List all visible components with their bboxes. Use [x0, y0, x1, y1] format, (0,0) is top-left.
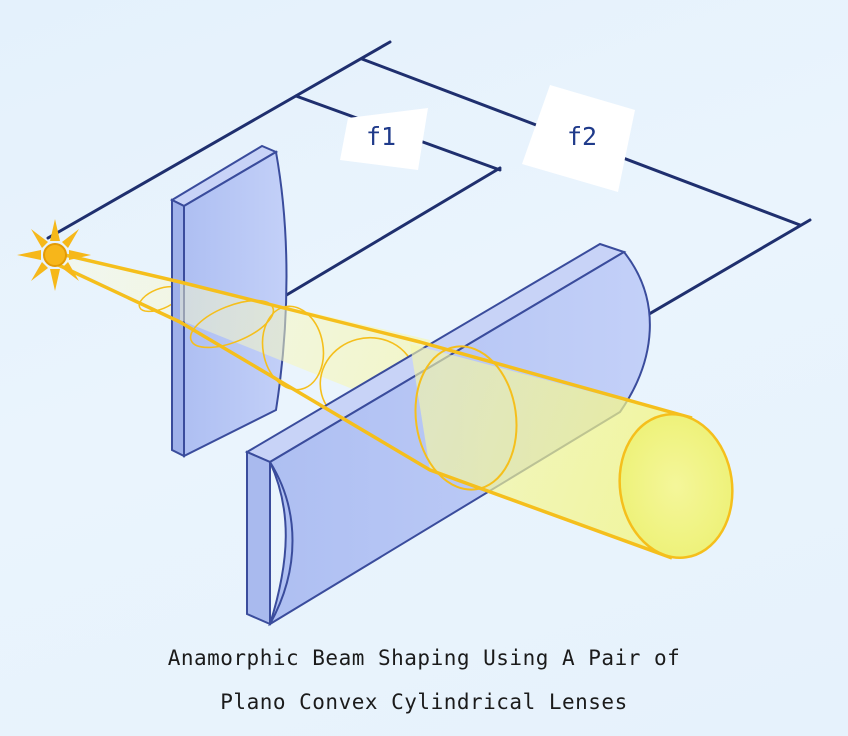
f1-label: f1 — [366, 122, 396, 151]
anamorphic-beam-diagram: f1 f2 — [17, 40, 812, 627]
f2-end-tick — [630, 218, 812, 326]
f2-label: f2 — [567, 122, 597, 151]
caption-line-1: Anamorphic Beam Shaping Using A Pair of — [167, 646, 681, 670]
beam-output-face — [618, 413, 734, 559]
f1-end-tick — [266, 166, 502, 308]
sun-icon — [17, 219, 91, 291]
caption-line-2: Plano Convex Cylindrical Lenses — [220, 690, 628, 714]
beam-segment-input — [55, 256, 182, 320]
beam-cross-section — [414, 345, 518, 491]
f1-label-plate: f1 — [340, 108, 428, 170]
dimension-lines — [46, 40, 812, 326]
beam-cross-section — [189, 299, 275, 349]
dimension-rail — [46, 40, 392, 240]
f2-label-plate: f2 — [522, 85, 635, 192]
beam-segment-output — [51, 250, 734, 560]
